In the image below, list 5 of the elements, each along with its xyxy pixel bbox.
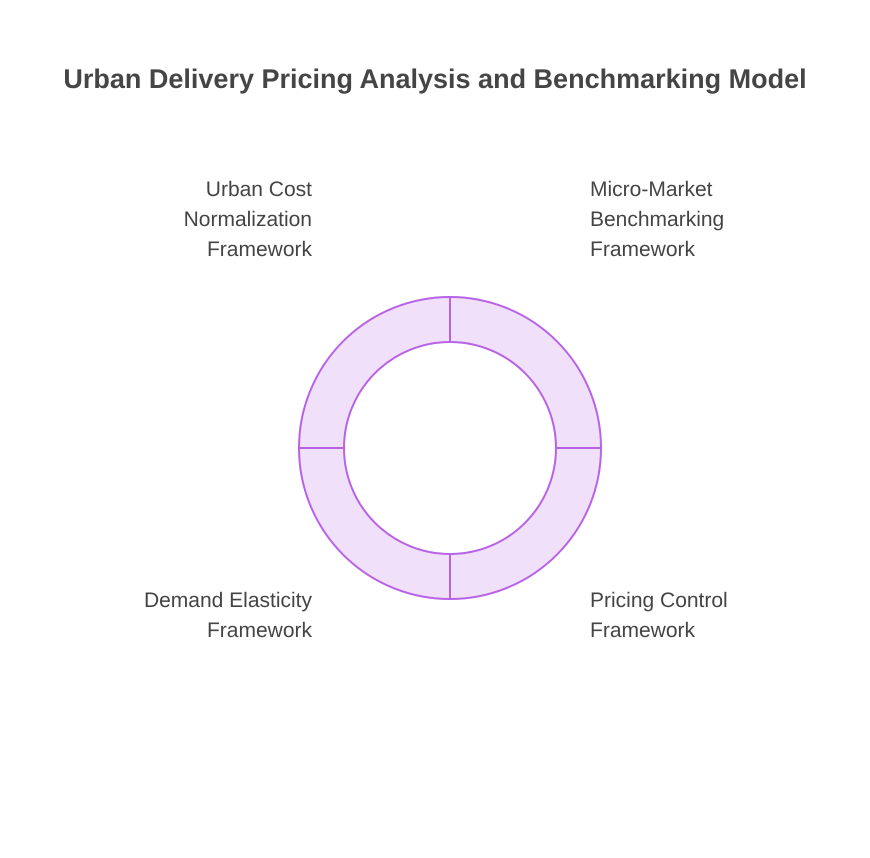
segment-label: Micro-Market Benchmarking Framework (590, 177, 726, 263)
segment-label: Demand Elasticity Framework (142, 588, 312, 644)
diagram-title: Urban Delivery Pricing Analysis and Benchmarking Model (63, 64, 807, 95)
segment-label: Pricing Control Framework (590, 588, 729, 644)
segment-label: Urban Cost Normalization Framework (182, 177, 312, 263)
